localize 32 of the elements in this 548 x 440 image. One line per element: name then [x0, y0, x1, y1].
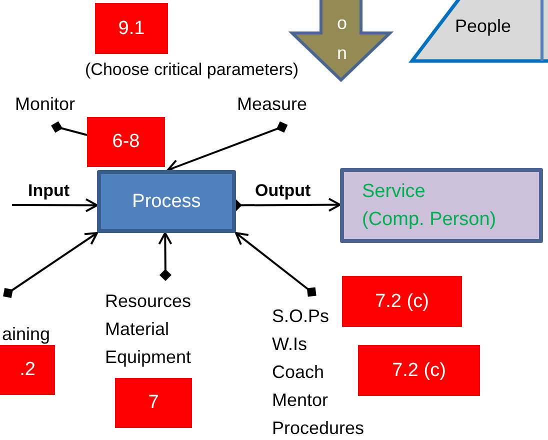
- section-badge: 9.1: [95, 3, 168, 54]
- node-text: Procedures: [272, 417, 364, 440]
- node-text: Equipment: [105, 346, 192, 369]
- connector-arrow: [3, 232, 98, 298]
- section-badge: .2: [0, 345, 55, 395]
- edge-label: Output: [255, 181, 311, 201]
- connector-arrow: [235, 232, 316, 297]
- section-badge: 7: [115, 378, 192, 428]
- node-text: aining: [2, 323, 50, 345]
- node-text: W.Is: [272, 333, 307, 356]
- node-text: (Comp. Person): [362, 208, 498, 232]
- node-text: S.O.Ps: [272, 305, 330, 328]
- node-text: People: [455, 16, 512, 37]
- process-box: [97, 170, 236, 233]
- node-text: Service: [362, 180, 426, 204]
- node-text: Process: [131, 190, 202, 214]
- connector-arrow: [158, 232, 172, 281]
- output-box: [340, 168, 543, 243]
- node-text: Monitor: [15, 93, 76, 115]
- node-text: Measure: [237, 93, 308, 115]
- connector-arrow: [166, 121, 288, 173]
- section-badge: 6-8: [87, 117, 165, 167]
- section-badge: 7.2 (c): [342, 276, 462, 327]
- node-text: Mentor: [272, 389, 328, 412]
- edge-label: Input: [28, 181, 70, 201]
- section-badge: 7.2 (c): [358, 345, 480, 396]
- note-text: (Choose critical parameters): [85, 60, 299, 80]
- connector-arrow: [12, 198, 98, 212]
- node-text: Resources: [105, 290, 192, 313]
- node-text: Coach: [272, 361, 324, 384]
- node-text: Material: [105, 318, 170, 341]
- vertical-text: on: [336, 12, 348, 65]
